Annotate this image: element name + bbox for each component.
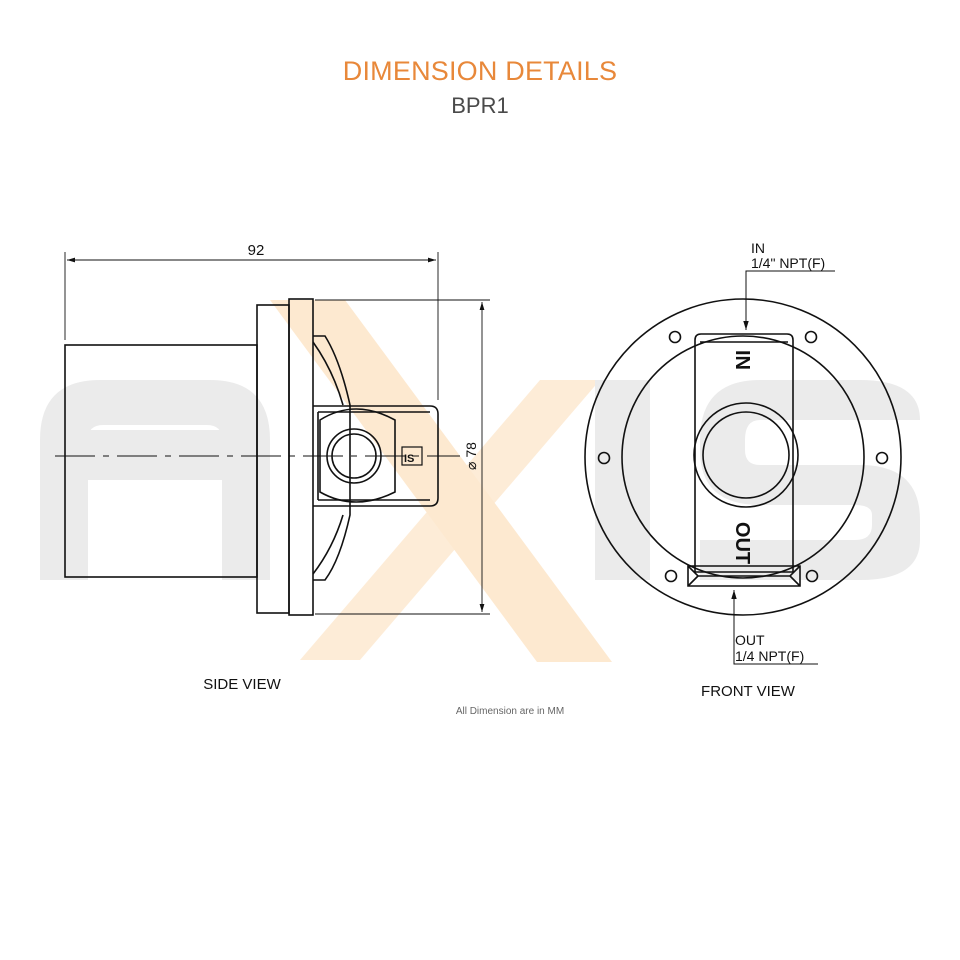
front-body <box>694 333 794 573</box>
side-flange-front <box>288 298 314 616</box>
side-view <box>55 252 490 616</box>
port-out-label: OUT <box>735 632 765 648</box>
watermark-letter-i <box>595 380 650 580</box>
port-in-thread: 1/4" NPT(F) <box>751 255 825 271</box>
port-out-thread: 1/4 NPT(F) <box>735 648 804 664</box>
side-bonnet-inner <box>312 341 344 575</box>
model-subtitle: BPR1 <box>451 93 509 118</box>
watermark-letter-x-arm <box>300 380 600 660</box>
side-view-caption: SIDE VIEW <box>203 676 281 693</box>
in-leader <box>743 270 835 330</box>
watermark-letter-x <box>270 300 612 662</box>
watermark-letter-s <box>700 380 920 580</box>
front-flange-outer <box>584 298 902 616</box>
bolt-hole <box>805 569 819 583</box>
units-note: All Dimension are in MM <box>456 706 564 717</box>
bolt-hole <box>597 451 611 465</box>
bolt-hole <box>875 451 889 465</box>
front-bore-outer <box>693 402 799 508</box>
front-view-caption: FRONT VIEW <box>701 683 796 700</box>
front-bore-inner <box>702 411 790 499</box>
watermark <box>40 300 920 662</box>
port-in-label: IN <box>751 240 765 256</box>
bolt-hole <box>804 330 818 344</box>
out-leader <box>731 590 818 665</box>
side-logo-mark: IS <box>404 453 414 465</box>
watermark-letter-a <box>40 380 270 580</box>
body-text-in: IN <box>731 350 753 370</box>
front-flange-inner <box>621 335 865 579</box>
page-title: DIMENSION DETAILS <box>342 56 618 86</box>
body-text-out: OUT <box>731 522 753 564</box>
side-fitting-collar <box>319 408 396 503</box>
bolt-hole <box>668 330 682 344</box>
front-base <box>687 565 801 587</box>
front-view <box>584 270 902 665</box>
dimension-diameter-label: ⌀ 78 <box>463 442 479 470</box>
bolt-hole <box>664 569 678 583</box>
side-bonnet <box>313 335 351 581</box>
dimension-length-label: 92 <box>248 242 265 259</box>
